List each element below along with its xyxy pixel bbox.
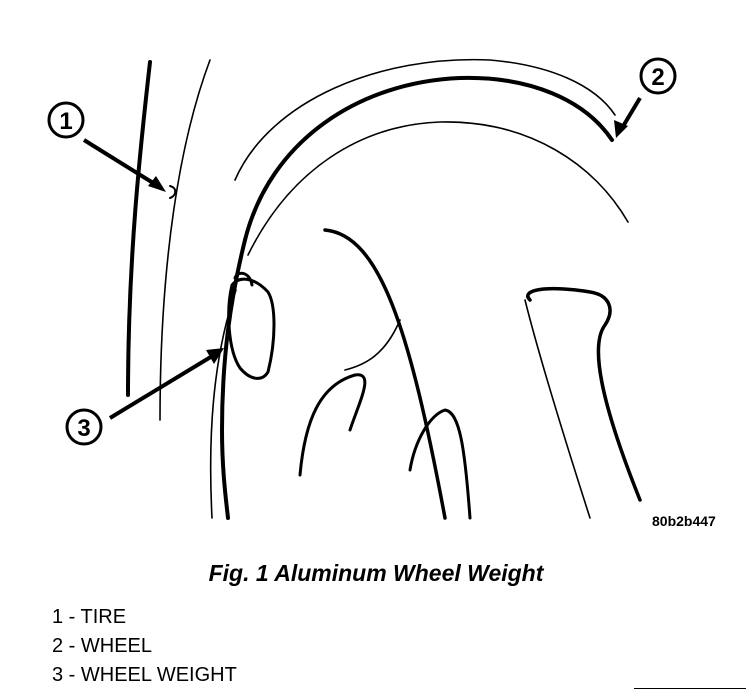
wheel-weight-clip xyxy=(233,271,254,287)
wheel-spoke-left xyxy=(323,228,447,520)
wheel-spoke-window-right xyxy=(526,287,642,502)
wheel-spoke-right-edge xyxy=(524,299,591,519)
wheel-weight-illustration: 1 2 3 xyxy=(47,57,677,520)
image-code: 80b2b447 xyxy=(652,513,716,529)
legend-item: 2 - WHEEL xyxy=(52,635,153,657)
legend-item: 1 - TIRE xyxy=(52,606,127,628)
wheel-spoke-left-edge xyxy=(344,319,401,371)
tire-outer-edge xyxy=(126,60,152,397)
figure-caption: Fig. 1 Aluminum Wheel Weight xyxy=(208,560,544,586)
leader-arrow-2 xyxy=(614,96,642,138)
callout-2: 2 xyxy=(639,57,677,95)
leader-arrow-1 xyxy=(82,138,166,192)
leader-arrow-3 xyxy=(108,348,224,420)
wheel-flange-edge xyxy=(220,238,247,520)
tire-inner-edge xyxy=(159,59,211,421)
legend-list: 1 - TIRE 2 - WHEEL 3 - WHEEL WEIGHT xyxy=(52,603,237,690)
wheel-spoke-window-left xyxy=(298,373,367,477)
wheel-spoke-window-mid xyxy=(408,408,472,520)
legend-item: 3 - WHEEL WEIGHT xyxy=(52,664,237,686)
callout-3: 3 xyxy=(65,408,103,446)
callout-1: 1 xyxy=(47,101,85,139)
svg-text:3: 3 xyxy=(77,415,90,442)
bottom-rule xyxy=(634,688,746,689)
svg-text:1: 1 xyxy=(59,108,72,135)
svg-text:2: 2 xyxy=(651,64,664,91)
wheel-rim-arc xyxy=(243,75,614,242)
wheel-rim-outer-arc xyxy=(234,58,616,181)
wheel-weight xyxy=(227,277,276,380)
wheel-rim-inner-arc xyxy=(247,121,629,256)
tire-valve-mark xyxy=(169,185,177,199)
